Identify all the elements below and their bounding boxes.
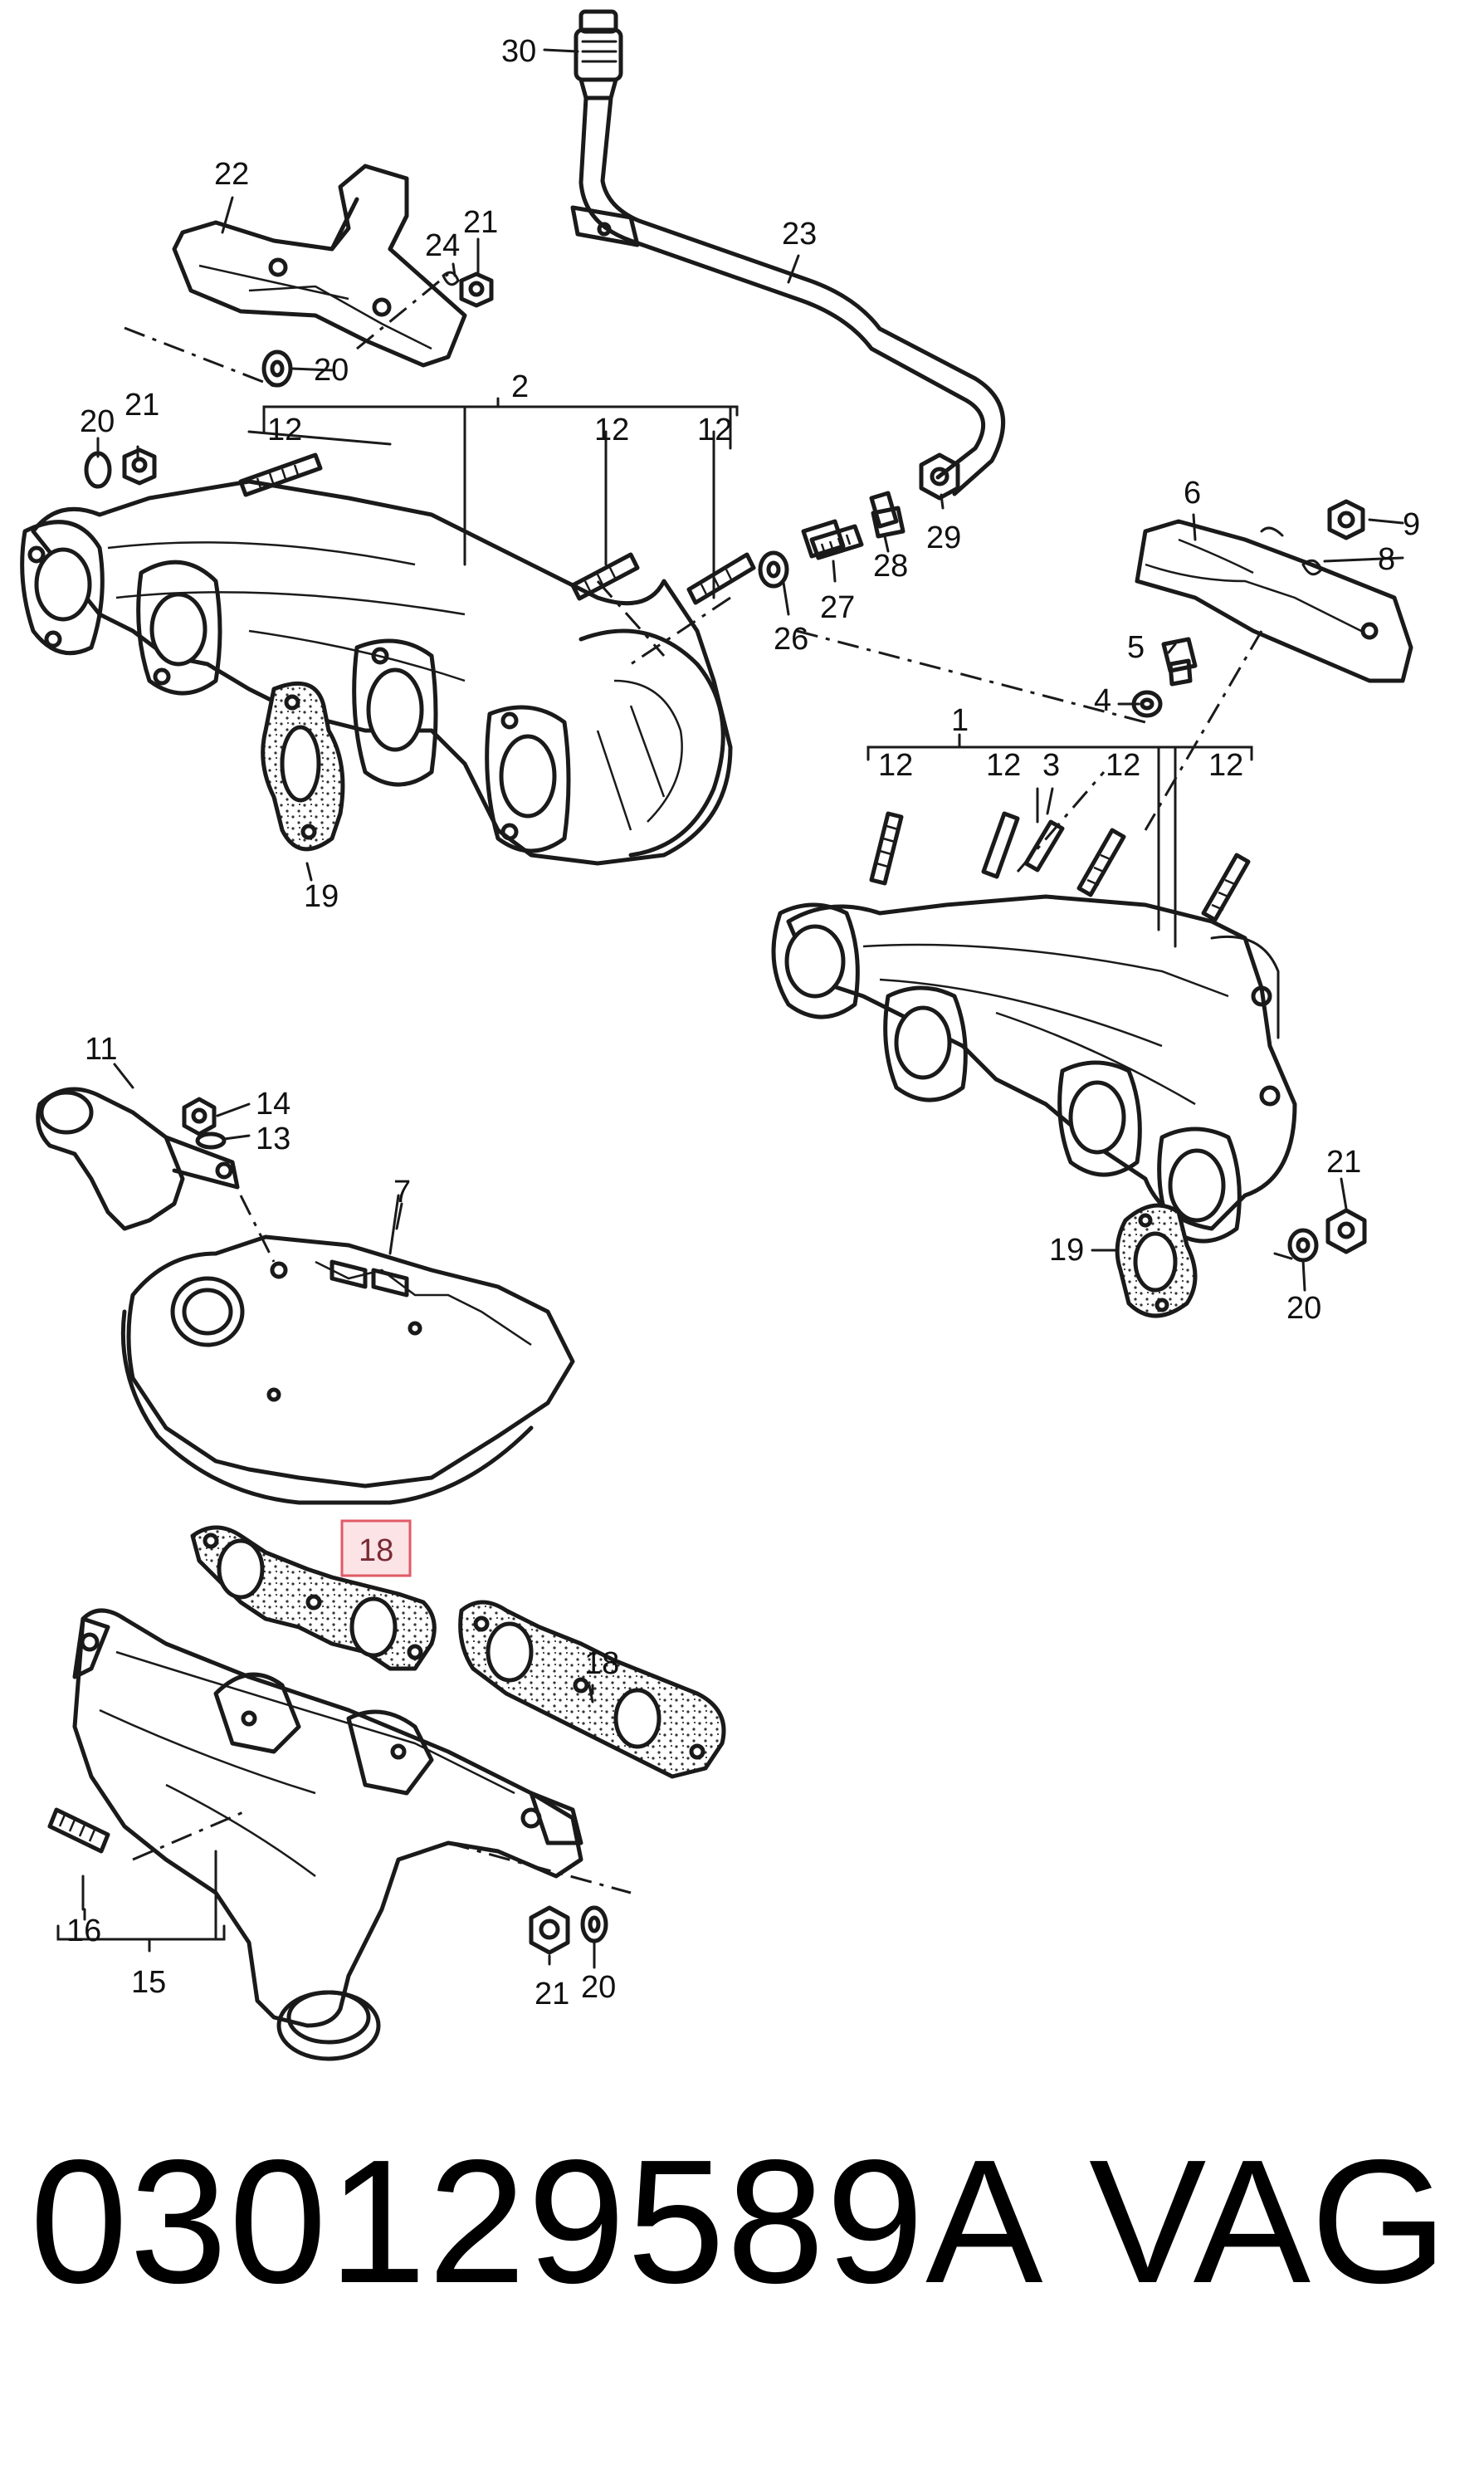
gaskets-18 [190, 1525, 726, 1779]
label-2: 2 [511, 369, 529, 404]
bracket-1 [866, 733, 1253, 948]
label-21: 21 [1326, 1145, 1361, 1180]
label-18: 18 [584, 1646, 619, 1681]
label-8: 8 [1378, 542, 1395, 577]
top-hardware [84, 271, 494, 489]
label-21: 21 [535, 1977, 569, 2011]
label-12: 12 [594, 413, 629, 447]
label-13: 13 [256, 1122, 290, 1156]
label-19: 19 [1049, 1233, 1084, 1268]
part-number: 030129589A [30, 2123, 1045, 2319]
label-16: 16 [66, 1914, 101, 1948]
label-12: 12 [1106, 748, 1140, 783]
heat-shield-22 [124, 164, 467, 388]
label-1: 1 [951, 703, 969, 738]
highlight-box-18 [340, 1519, 412, 1577]
label-20: 20 [1286, 1291, 1321, 1326]
label-7: 7 [393, 1175, 411, 1210]
label-12: 12 [697, 413, 732, 447]
gasket-19-upper [261, 681, 345, 882]
label-24: 24 [425, 228, 460, 263]
label-12: 12 [878, 748, 913, 783]
pipe-11-shield-7 [36, 1087, 575, 1505]
gasket-19-right [1091, 1203, 1367, 1318]
label-12: 12 [986, 748, 1021, 783]
label-6: 6 [1184, 476, 1201, 511]
label-3: 3 [1042, 748, 1060, 783]
label-11: 11 [85, 1032, 117, 1067]
label-5: 5 [1127, 630, 1145, 665]
label-15: 15 [131, 1965, 166, 2000]
label-23: 23 [782, 217, 817, 252]
oil-pipe-assembly [570, 9, 1006, 496]
part-labels: 30 22 23 21 24 20 2 20 21 12 12 12 6 9 8… [66, 34, 1420, 2011]
label-12: 12 [267, 413, 302, 447]
label-20: 20 [581, 1970, 616, 2005]
leader-lines [83, 48, 1404, 1969]
label-21: 21 [124, 388, 159, 423]
label-14: 14 [256, 1087, 290, 1122]
label-20: 20 [80, 404, 115, 439]
label-18-highlighted: 18 [359, 1533, 393, 1568]
bracket-2 [247, 397, 739, 666]
brand-name: VAG [1089, 2123, 1447, 2319]
label-28: 28 [873, 549, 908, 584]
label-29: 29 [926, 521, 961, 555]
label-22: 22 [214, 157, 249, 192]
label-30: 30 [501, 34, 536, 69]
label-4: 4 [1094, 683, 1111, 718]
label-26: 26 [774, 622, 808, 657]
exhaust-manifold-2 [20, 452, 756, 866]
label-12: 12 [1208, 748, 1243, 783]
exhaust-manifold-1 [771, 811, 1297, 1244]
label-19: 19 [304, 879, 339, 914]
label-21: 21 [463, 205, 498, 240]
exhaust-manifold-15 [47, 1608, 632, 2061]
label-27: 27 [820, 590, 855, 625]
connector-hardware [758, 452, 1146, 724]
label-20: 20 [314, 353, 349, 388]
label-9: 9 [1403, 507, 1420, 542]
